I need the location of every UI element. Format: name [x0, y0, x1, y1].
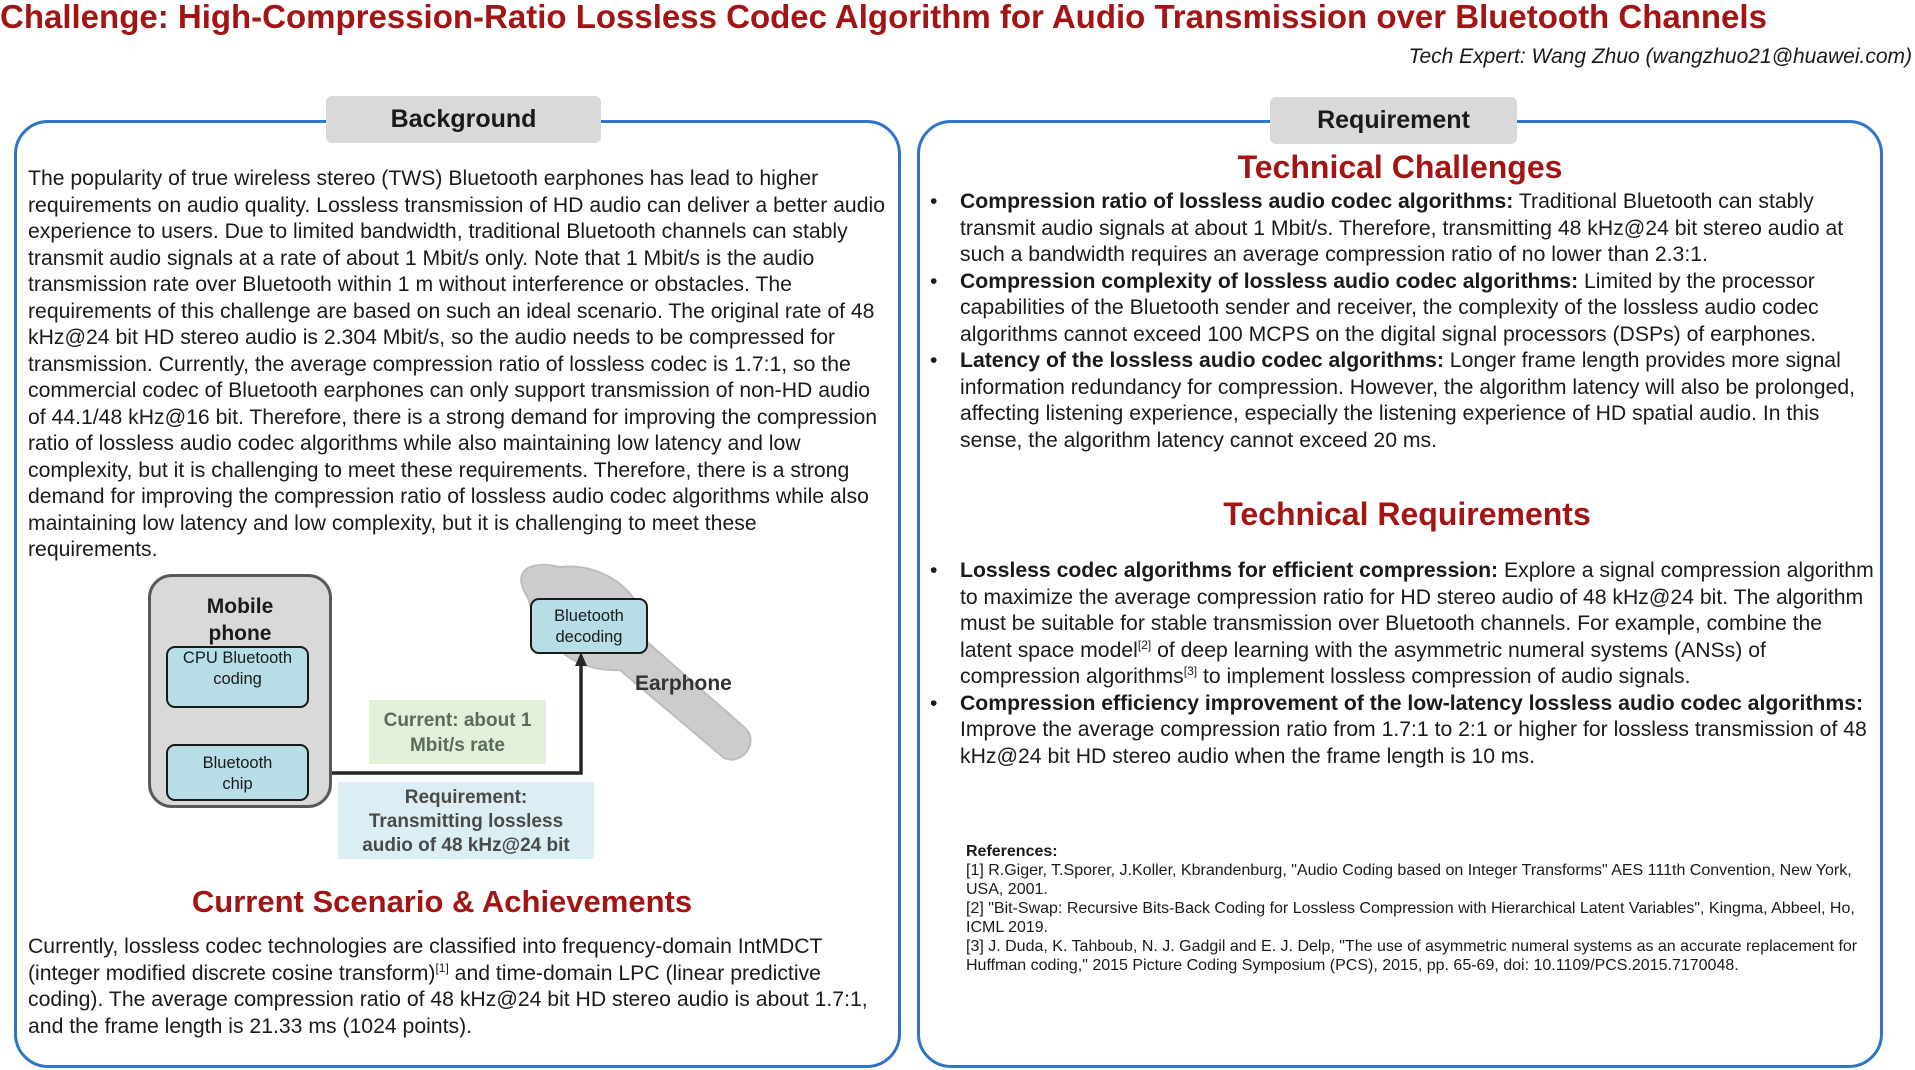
- scenario-text-b: and time-domain LPC (linear predictive c…: [28, 961, 868, 1038]
- bluetooth-decoding-box: Bluetooth decoding: [530, 598, 648, 654]
- mobile-phone-label: Mobile phone: [206, 595, 274, 645]
- cpu-coding-box: CPU Bluetooth coding: [166, 646, 309, 708]
- requirement-text: of deep learning with the asymmetric num…: [960, 638, 1766, 689]
- requirement-item: Lossless codec algorithms for efficient …: [930, 558, 1877, 691]
- requirements-list-wrap: Lossless codec algorithms for efficient …: [930, 558, 1877, 771]
- earphone-icon: [520, 563, 752, 761]
- earphone-label: Earphone: [635, 672, 732, 695]
- scenario-paragraph: Currently, lossless codec technologies a…: [28, 934, 890, 1040]
- challenge-item: Compression complexity of lossless audio…: [930, 269, 1877, 349]
- challenge-item: Compression ratio of lossless audio code…: [930, 189, 1877, 269]
- background-paragraph: The popularity of true wireless stereo (…: [28, 167, 885, 561]
- challenge-title: Compression complexity of lossless audio…: [960, 269, 1579, 293]
- challenge-text: Traditional Bluetooth can stably transmi…: [960, 190, 1844, 266]
- reference-item: [2] "Bit-Swap: Recursive Bits-Back Codin…: [966, 900, 1855, 936]
- requirements-heading: Technical Requirements: [1223, 496, 1591, 532]
- requirement-tab: Requirement: [1270, 97, 1517, 144]
- citation-3: [3]: [1183, 663, 1198, 678]
- references-title: References:: [966, 843, 1058, 860]
- challenge-text: Limited by the processor capabilities of…: [960, 269, 1819, 346]
- challenges-heading: Technical Challenges: [1237, 149, 1563, 185]
- requirement-title: Lossless codec algorithms for efficient …: [960, 559, 1499, 582]
- citation-2: [2]: [1137, 637, 1152, 652]
- tech-expert: Tech Expert: Wang Zhuo (wangzhuo21@huawe…: [1408, 45, 1912, 68]
- requirements-list: Lossless codec algorithms for efficient …: [930, 558, 1877, 771]
- requirement-box: Requirement: Transmitting lossless audio…: [338, 782, 594, 859]
- challenge-item: Latency of the lossless audio codec algo…: [930, 348, 1877, 454]
- scenario-citation: [1]: [435, 960, 449, 975]
- challenges-list-wrap: Compression ratio of lossless audio code…: [930, 189, 1877, 454]
- background-text: The popularity of true wireless stereo (…: [28, 166, 890, 564]
- references: References: [1] R.Giger, T.Sporer, J.Kol…: [966, 842, 1866, 975]
- page-title: Challenge: High-Compression-Ratio Lossle…: [0, 0, 1767, 35]
- bluetooth-chip-box: Bluetooth chip: [166, 744, 309, 801]
- reference-item: [3] J. Duda, K. Tahboub, N. J. Gadgil an…: [966, 938, 1858, 974]
- challenge-title: Latency of the lossless audio codec algo…: [960, 349, 1444, 372]
- current-rate-box: Current: about 1 Mbit/s rate: [369, 700, 546, 764]
- challenges-list: Compression ratio of lossless audio code…: [930, 189, 1877, 454]
- requirement-text: Explore a signal compression algorithm t…: [960, 559, 1874, 662]
- background-tab: Background: [326, 96, 601, 143]
- requirement-item: Compression efficiency improvement of th…: [930, 691, 1877, 771]
- requirement-text: to implement lossless compression of aud…: [1197, 665, 1691, 688]
- scenario-text: Currently, lossless codec technologies a…: [28, 934, 890, 1040]
- challenge-title: Compression ratio of lossless audio code…: [960, 190, 1514, 213]
- scenario-heading: Current Scenario & Achievements: [191, 884, 693, 919]
- challenge-text: Longer frame length provides more signal…: [960, 349, 1856, 452]
- scenario-text-a: Currently, lossless codec technologies a…: [28, 935, 823, 985]
- reference-item: [1] R.Giger, T.Sporer, J.Koller, Kbrande…: [966, 862, 1852, 898]
- requirement-text: Improve the average compression ratio fr…: [960, 718, 1867, 768]
- requirement-title: Compression efficiency improvement of th…: [960, 691, 1864, 715]
